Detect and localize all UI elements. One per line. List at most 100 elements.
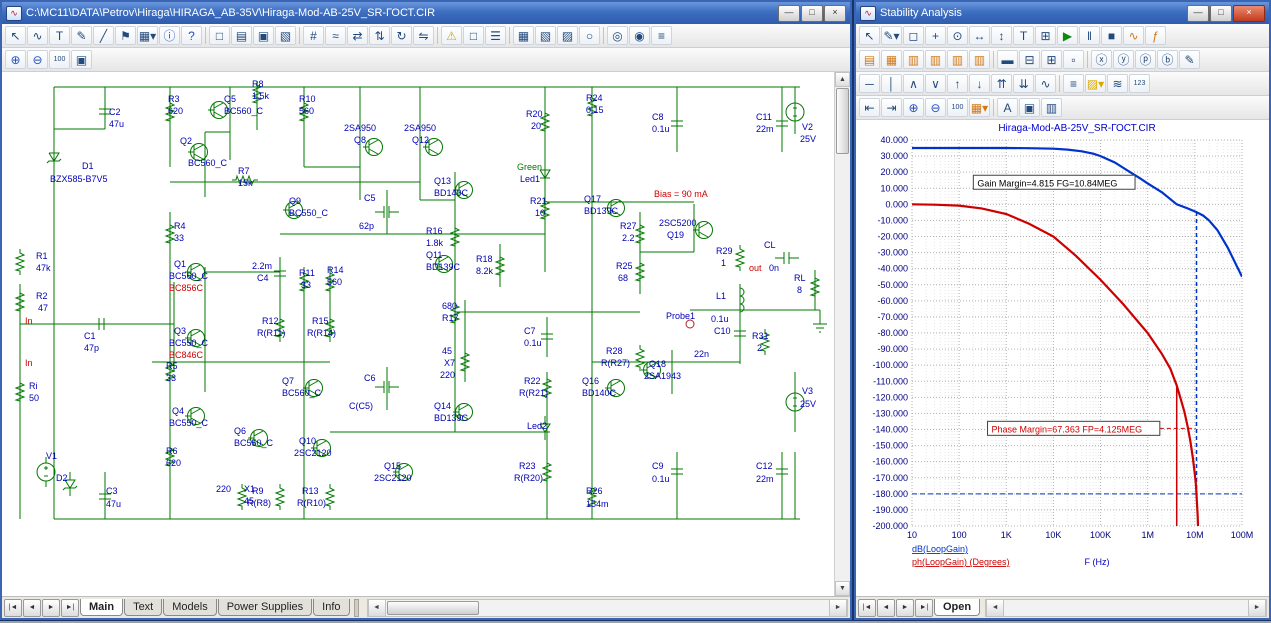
low-button[interactable]: ↓ <box>969 74 990 93</box>
schematic-horizontal-scrollbar[interactable]: ◄ ► <box>367 599 848 617</box>
split-pane-button[interactable]: ⊟ <box>1019 50 1040 69</box>
gain-margin-annotation[interactable]: Gain Margin=4.815 FG=10.84MEG <box>973 175 1135 189</box>
tab-scroll-button[interactable]: ► <box>42 599 60 617</box>
legend-ph-loopgain[interactable]: ph(LoopGain) (Degrees) <box>912 557 1010 567</box>
horizontal-tag-tool[interactable]: ↔ <box>969 26 990 45</box>
cursor-left-button[interactable]: ⇤ <box>859 98 880 117</box>
go-to-y-button[interactable]: ⓨ <box>1113 50 1134 69</box>
part-r[interactable] <box>451 224 459 250</box>
zoom-out-button[interactable]: ⊖ <box>925 98 946 117</box>
copy-button[interactable]: ▣ <box>1019 98 1040 117</box>
stack-icon[interactable]: ☰ <box>485 26 506 45</box>
part-r[interactable] <box>636 345 644 371</box>
wave-icon[interactable]: ≈ <box>325 26 346 45</box>
vertical-cursor-button[interactable]: │ <box>881 74 902 93</box>
scroll-right-arrow[interactable]: ► <box>829 600 847 616</box>
rotate-button[interactable]: ↻ <box>391 26 412 45</box>
front-layer-icon[interactable]: ▧ <box>535 26 556 45</box>
tab-scroll-button[interactable]: ►| <box>61 599 79 617</box>
tab-power-supplies[interactable]: Power Supplies <box>218 599 312 616</box>
vertical-tag-tool[interactable]: ↕ <box>991 26 1012 45</box>
select-tool[interactable]: ↖ <box>859 26 880 45</box>
part-r[interactable] <box>543 459 551 485</box>
part-r[interactable] <box>326 484 334 510</box>
scroll-down-arrow[interactable]: ▼ <box>835 581 850 596</box>
zoom-out-button[interactable]: ⊖ <box>27 50 48 69</box>
format-plot-button[interactable]: ▤ <box>859 50 880 69</box>
wire-mode-tool[interactable]: ∿ <box>27 26 48 45</box>
data-points-toggle[interactable]: ⊞ <box>1035 26 1056 45</box>
tab-scroll-button[interactable]: |◄ <box>4 599 22 617</box>
font-button[interactable]: A <box>997 98 1018 117</box>
maximize-button[interactable]: □ <box>801 5 823 22</box>
tab-scroll-button[interactable]: ►| <box>915 599 933 617</box>
cursor-right-button[interactable]: ⇥ <box>881 98 902 117</box>
pane-3-button[interactable]: ▥ <box>947 50 968 69</box>
info-tool[interactable]: ⓘ <box>159 26 180 45</box>
high-button[interactable]: ↑ <box>947 74 968 93</box>
grid-toggle[interactable]: ▦ <box>513 26 534 45</box>
tab-text[interactable]: Text <box>124 599 162 616</box>
part-r[interactable] <box>496 253 504 279</box>
part-r[interactable] <box>166 221 174 247</box>
waveform-list-button[interactable]: ≡ <box>1063 74 1084 93</box>
zoom-100-button[interactable]: 100 <box>49 50 70 69</box>
pause-button[interactable]: ‖ <box>1079 26 1100 45</box>
scale-mode-tool[interactable]: ◻ <box>903 26 924 45</box>
select-tool[interactable]: ↖ <box>5 26 26 45</box>
text-tool[interactable]: T <box>1013 26 1034 45</box>
numeric-output-button[interactable]: 123 <box>1129 74 1150 93</box>
one-pane-button[interactable]: ▬ <box>997 50 1018 69</box>
horizontal-cursor-button[interactable]: ─ <box>859 74 880 93</box>
part-r[interactable] <box>461 349 469 375</box>
schematic-labels[interactable]: C247uD1BZX585-B7V5R3620Q5BC560_CQ2BC560_… <box>25 79 816 509</box>
component-dropdown[interactable]: ▦▾ <box>137 26 158 45</box>
warning-icon[interactable]: ⚠ <box>441 26 462 45</box>
annotate-dropdown[interactable]: ✎▾ <box>881 26 902 45</box>
part-r[interactable] <box>636 221 644 247</box>
tab-main[interactable]: Main <box>80 599 123 616</box>
mirror-button[interactable]: ⇋ <box>413 26 434 45</box>
tab-scroll-button[interactable]: |◄ <box>858 599 876 617</box>
zoom-in-button[interactable]: ⊕ <box>5 50 26 69</box>
horizontal-scroll-thumb[interactable] <box>387 601 479 615</box>
tab-info[interactable]: Info <box>313 599 349 616</box>
schematic-titlebar[interactable]: ∿ C:\MC11\DATA\Petrov\Hiraga\HIRAGA_AB-3… <box>2 2 850 24</box>
part-r[interactable] <box>736 245 744 271</box>
back-layer-icon[interactable]: ▨ <box>557 26 578 45</box>
find-button[interactable]: ◎ <box>607 26 628 45</box>
text-tool[interactable]: T <box>49 26 70 45</box>
tab-splitter[interactable] <box>354 599 359 617</box>
part-r[interactable] <box>16 379 24 405</box>
global-low-button[interactable]: ⇊ <box>1013 74 1034 93</box>
analysis-plot-canvas[interactable]: 40.00030.00020.00010.0000.000-10.000-20.… <box>856 120 1265 580</box>
label-branches-button[interactable]: ≋ <box>1107 74 1128 93</box>
part-r[interactable] <box>16 289 24 315</box>
plot-legend[interactable]: dB(LoopGain)ph(LoopGain) (Degrees)F (Hz) <box>912 544 1110 567</box>
part-r[interactable] <box>811 274 819 300</box>
graphics-tool[interactable]: ✎ <box>71 26 92 45</box>
go-to-branch-button[interactable]: ⓑ <box>1157 50 1178 69</box>
go-to-x-button[interactable]: ⓧ <box>1091 50 1112 69</box>
global-high-button[interactable]: ⇈ <box>991 74 1012 93</box>
part-r[interactable] <box>636 259 644 285</box>
horizontal-scroll-track[interactable] <box>1004 600 1248 616</box>
part-p[interactable] <box>686 320 694 328</box>
zoom-100-button[interactable]: 100 <box>947 98 968 117</box>
repeat-button[interactable]: ≡ <box>651 26 672 45</box>
thumbnail-button[interactable]: ▫ <box>1063 50 1084 69</box>
tab-scroll-button[interactable]: ◄ <box>877 599 895 617</box>
color-dropdown[interactable]: ▦▾ <box>969 98 990 117</box>
minimize-button[interactable]: — <box>1187 5 1209 22</box>
blank-page-icon[interactable]: □ <box>463 26 484 45</box>
waveform-icon[interactable]: ∿ <box>1123 26 1144 45</box>
zoom-in-button[interactable]: ⊕ <box>903 98 924 117</box>
tab-scroll-button[interactable]: ◄ <box>23 599 41 617</box>
cursor-mode-tool[interactable]: + <box>925 26 946 45</box>
scroll-left-arrow[interactable]: ◄ <box>986 600 1004 616</box>
horizontal-scroll-track[interactable] <box>386 600 829 616</box>
select-region-tool[interactable]: □ <box>209 26 230 45</box>
help-tool[interactable]: ? <box>181 26 202 45</box>
go-to-performance-button[interactable]: ⓟ <box>1135 50 1156 69</box>
close-button[interactable]: × <box>1233 5 1265 22</box>
